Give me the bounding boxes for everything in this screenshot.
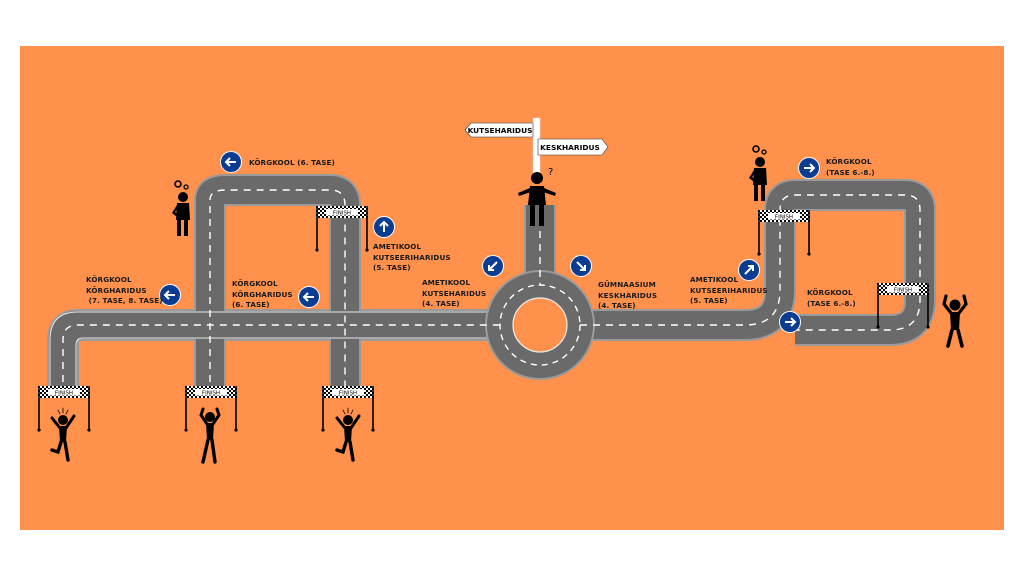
- arrow-right-icon: [804, 163, 816, 173]
- celebrating-person-icon-1: [50, 407, 76, 462]
- arrow-left-sign-korgkool-6-top: [220, 151, 242, 173]
- arrow-left-sign-korgkool-6-mid: [298, 286, 320, 308]
- finish-text: FINISH: [339, 391, 357, 397]
- gear-icon: [752, 145, 760, 153]
- arrow-down-right-sign-gumnaasium-4: [570, 255, 592, 277]
- signpost-right-label: KESKHARIDUS: [540, 143, 600, 152]
- arrow-up-right-sign-ametikool-5-right: [738, 259, 760, 281]
- signpost-left-arrow: [464, 122, 534, 138]
- label-gumnaasium-4: GÜMNAASIUM KESKHARIDUS (4. TASE): [598, 280, 658, 310]
- signpost-left-label: KUTSEHARIDUS: [468, 126, 533, 135]
- celebrating-person-icon-2: [199, 407, 221, 464]
- arrow-right-sign-korgkool-6-8-bottom: [779, 311, 801, 333]
- label-ametikool-5-right: AMETIKOOL KUTSEERIHARIDUS (5. TASE): [690, 275, 768, 305]
- label-korgkool-6-mid: KÕRGKOOL KÕRGHARIDUS (6. TASE): [232, 279, 293, 309]
- finish-text: FINISH: [775, 215, 793, 221]
- gear-icon: [174, 180, 182, 188]
- arrow-up-right-icon: [744, 265, 754, 275]
- finish-text: FINISH: [894, 288, 912, 294]
- finish-line-3: FINISH: [320, 385, 376, 433]
- label-korgkool-6-8-top: KÕRGKOOL (TASE 6.-8.): [826, 157, 875, 177]
- label-ametikool-4: AMETIKOOL KUTSEHARIDUS (4. TASE): [422, 278, 487, 308]
- label-korgkool-6-8-bottom: KÕRGKOOL (TASE 6.-8.): [807, 288, 856, 308]
- finish-text: FINISH: [202, 391, 220, 397]
- celebrating-person-icon-4: [942, 294, 968, 348]
- arrow-left-icon: [224, 157, 236, 167]
- label-ametikool-5-left: AMETIKOOL KUTSEERIHARIDUS (5. TASE): [373, 242, 451, 272]
- arrow-right-icon: [785, 317, 797, 327]
- finish-text: FINISH: [55, 391, 73, 397]
- arrow-left-icon: [302, 292, 314, 302]
- crossroads-signpost: KUTSEHARIDUS KESKHARIDUS: [464, 117, 609, 179]
- finish-line-4: FINISH: [314, 205, 370, 253]
- signpost-right-arrow: [537, 138, 609, 156]
- arrow-left-sign-korgkool-7-8: [159, 284, 181, 306]
- arrow-right-sign-korgkool-6-8-top: [798, 157, 820, 179]
- question-mark-icon: ?: [548, 167, 553, 178]
- finish-text: FINISH: [333, 211, 351, 217]
- arrow-left-icon: [163, 290, 175, 300]
- arrow-down-left-sign-ametikool-4: [482, 255, 504, 277]
- arrow-down-left-icon: [488, 261, 498, 271]
- thinking-person-icon-right: [749, 145, 767, 201]
- arrow-down-right-icon: [576, 261, 586, 271]
- confused-person-icon: ?: [518, 167, 556, 226]
- gear-icon: [761, 149, 767, 155]
- finish-line-1: FINISH: [36, 385, 92, 433]
- finish-line-2: FINISH: [183, 385, 239, 433]
- thinking-person-icon-left: [172, 180, 190, 236]
- arrow-up-icon: [379, 220, 389, 232]
- label-korgkool-6-top: KÕRGKOOL (6. TASE): [249, 158, 335, 167]
- finish-line-6: FINISH: [875, 282, 931, 330]
- arrow-up-sign-ametikool-5-left: [373, 216, 395, 238]
- finish-line-5: FINISH: [756, 209, 812, 257]
- gear-icon: [183, 184, 189, 190]
- label-korgkool-7-8: KÕRGKOOL KÕRGHARIDUS (7. TASE, 8. TASE): [86, 275, 163, 305]
- celebrating-person-icon-3: [335, 407, 361, 462]
